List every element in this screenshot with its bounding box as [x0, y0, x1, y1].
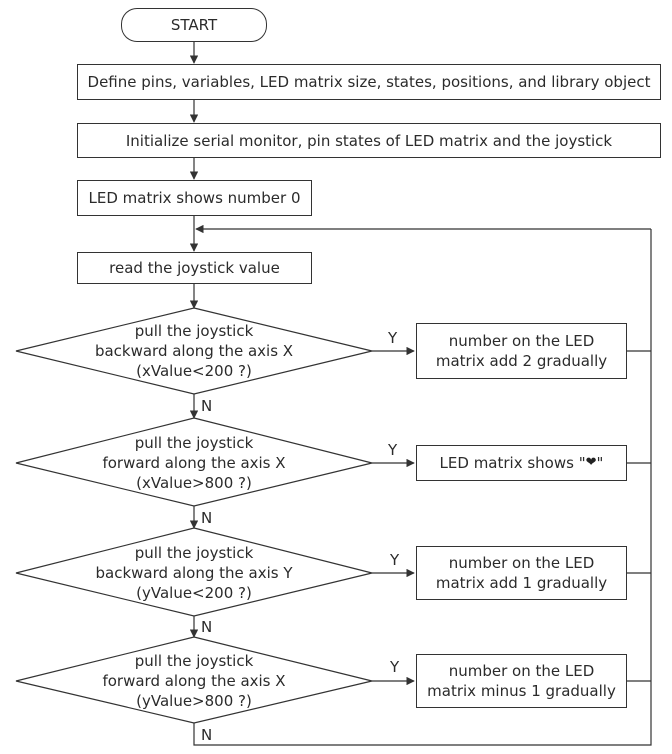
step-define: Define pins, variables, LED matrix size,… — [77, 64, 661, 100]
step-read-text: read the joystick value — [109, 259, 280, 277]
decision-4-line1: pull the joystick — [134, 652, 254, 670]
action-1-line1: number on the LED — [448, 332, 595, 350]
no-label-4: N — [201, 726, 213, 744]
action-2-prefix: LED matrix shows " — [439, 454, 586, 472]
start-label: START — [170, 16, 218, 34]
action-4-line2: matrix minus 1 gradually — [427, 682, 616, 700]
step-init: Initialize serial monitor, pin states of… — [77, 123, 661, 158]
no-label-1: N — [201, 397, 213, 415]
action-2-suffix: " — [596, 454, 604, 472]
decision-4-text: pull the joystick forward along the axis… — [44, 651, 344, 711]
no-label-3: N — [201, 618, 213, 636]
action-3-line1: number on the LED — [448, 554, 595, 572]
action-2: LED matrix shows "❤" — [416, 445, 627, 481]
step-init-text: Initialize serial monitor, pin states of… — [125, 131, 613, 150]
decision-2-line2: forward along the axis X — [102, 454, 286, 472]
decision-3-text: pull the joystick backward along the axi… — [44, 543, 344, 603]
decision-1-line3: (xValue<200 ?) — [136, 362, 252, 380]
no-label-2: N — [201, 509, 213, 527]
decision-diamond-2 — [15, 417, 373, 507]
step-show0-text: LED matrix shows number 0 — [88, 189, 301, 207]
yes-label-3: Y — [390, 551, 400, 569]
action-1-line2: matrix add 2 gradually — [435, 352, 608, 370]
heart-icon: ❤ — [585, 455, 597, 470]
connector-d4-no-loop — [193, 229, 652, 746]
yes-label-2: Y — [388, 441, 398, 459]
action-1: number on the LED matrix add 2 gradually — [416, 323, 627, 379]
decision-4-line3: (yValue>800 ?) — [136, 692, 252, 710]
action-3-line2: matrix add 1 gradually — [435, 574, 608, 592]
decision-1-line2: backward along the axis X — [94, 342, 294, 360]
yes-label-1: Y — [388, 329, 398, 347]
decision-diamond-1 — [15, 307, 373, 395]
step-show0: LED matrix shows number 0 — [77, 180, 312, 216]
decision-3-line1: pull the joystick — [134, 544, 254, 562]
decision-3-line3: (yValue<200 ?) — [136, 584, 252, 602]
decision-2-text: pull the joystick forward along the axis… — [44, 433, 344, 493]
action-4-line1: number on the LED — [448, 662, 595, 680]
decision-4-line2: forward along the axis X — [102, 672, 286, 690]
action-4: number on the LED matrix minus 1 gradual… — [416, 654, 627, 708]
decision-2-line1: pull the joystick — [134, 434, 254, 452]
step-define-text: Define pins, variables, LED matrix size,… — [87, 73, 651, 91]
decision-1-line1: pull the joystick — [134, 322, 254, 340]
decision-diamond-3 — [15, 527, 373, 617]
decision-diamond-4 — [15, 636, 373, 724]
yes-label-4: Y — [390, 658, 400, 676]
decision-2-line3: (xValue>800 ?) — [136, 474, 252, 492]
decision-3-line2: backward along the axis Y — [95, 564, 293, 582]
start-terminal: START — [121, 8, 267, 42]
step-read: read the joystick value — [77, 252, 312, 284]
action-3: number on the LED matrix add 1 gradually — [416, 546, 627, 600]
decision-1-text: pull the joystick backward along the axi… — [44, 321, 344, 381]
